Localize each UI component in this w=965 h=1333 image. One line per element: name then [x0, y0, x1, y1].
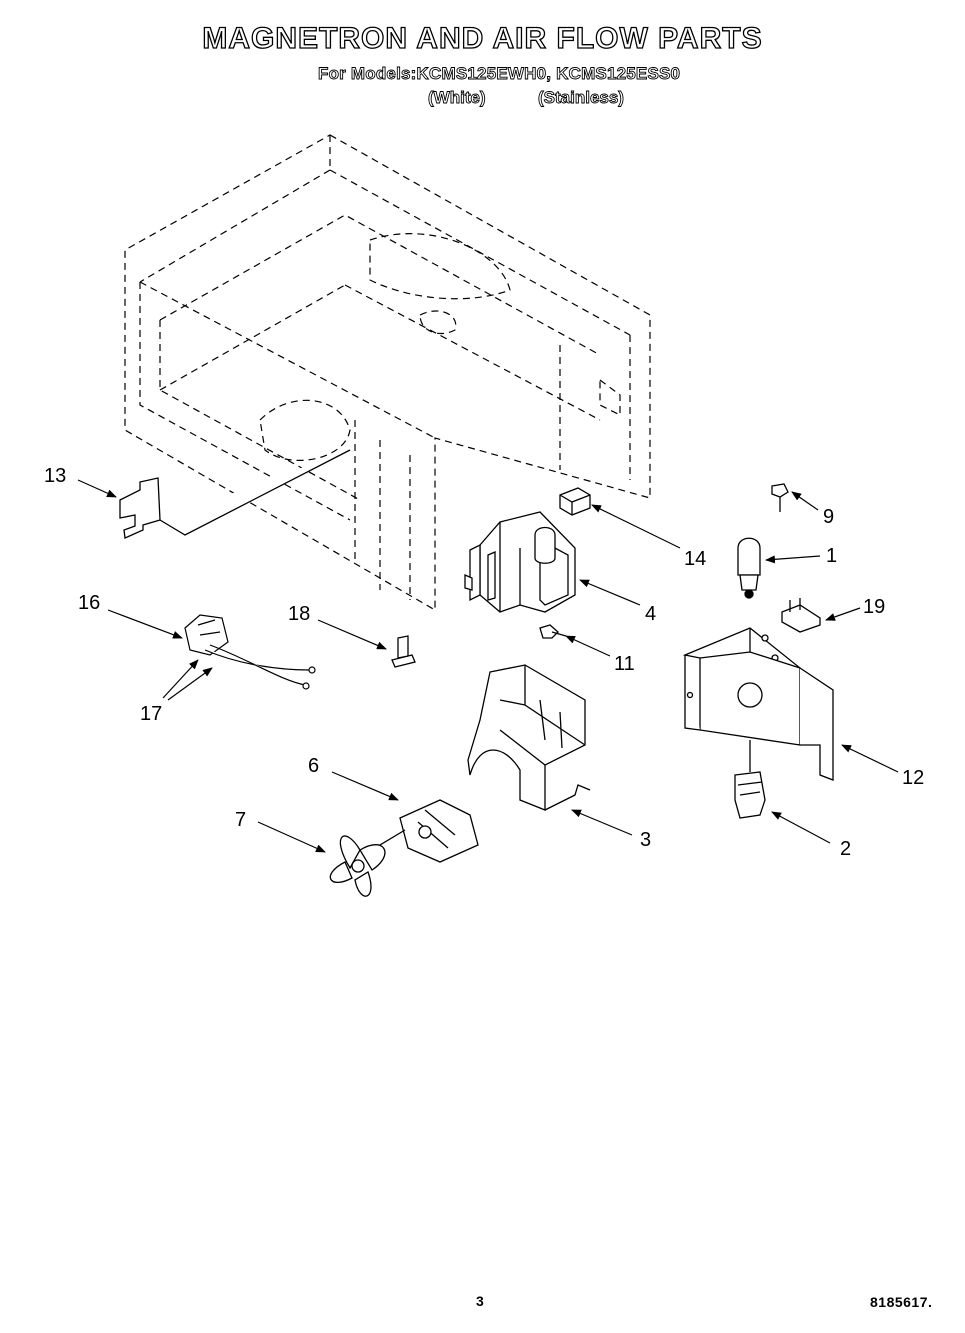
part-7-fan-blade [329, 835, 386, 897]
part-14-block [559, 487, 591, 516]
callout-12: 12 [902, 767, 924, 789]
callout-2: 2 [840, 838, 851, 860]
page-number: 3 [476, 1293, 484, 1309]
variant-stainless-label: (Stainless) [538, 88, 625, 108]
callout-13: 13 [44, 465, 66, 487]
callout-17: 17 [140, 703, 162, 725]
part-18-pin [391, 635, 416, 668]
callout-7: 7 [235, 809, 246, 831]
callout-11: 11 [614, 653, 635, 675]
callout-19: 19 [863, 596, 885, 618]
part-6-fan-motor [379, 799, 479, 863]
callout-3: 3 [640, 829, 651, 851]
part-1-lamp [737, 537, 761, 599]
part-12-lamp-bracket [682, 627, 834, 781]
oven-cavity-phantom [124, 134, 651, 612]
part-9-screw [771, 483, 789, 512]
part-2-socket [734, 740, 766, 819]
callout-9: 9 [823, 506, 834, 528]
callout-14: 14 [684, 548, 706, 570]
callout-labels: 13 9 14 1 16 18 4 19 11 17 6 12 7 3 2 [44, 465, 924, 860]
callout-18: 18 [288, 603, 310, 625]
variant-white-label: (White) [428, 88, 486, 108]
part-13-waveguide-cover [119, 449, 351, 539]
page-title: MAGNETRON AND AIR FLOW PARTS [202, 21, 763, 55]
callout-1: 1 [826, 545, 837, 567]
part-3-air-duct [467, 664, 591, 811]
part-16-thermal-cutout [184, 614, 316, 690]
callout-6: 6 [308, 755, 319, 777]
callout-4: 4 [645, 603, 656, 625]
part-4-magnetron [464, 511, 576, 613]
callout-16: 16 [78, 592, 100, 614]
part-19-clip [781, 598, 821, 633]
document-number: 8185617. [870, 1294, 933, 1310]
models-subtitle: For Models:KCMS125EWH0, KCMS125ESS0 [318, 64, 681, 84]
leader-lines [77, 479, 899, 853]
part-11-screw [539, 624, 567, 639]
